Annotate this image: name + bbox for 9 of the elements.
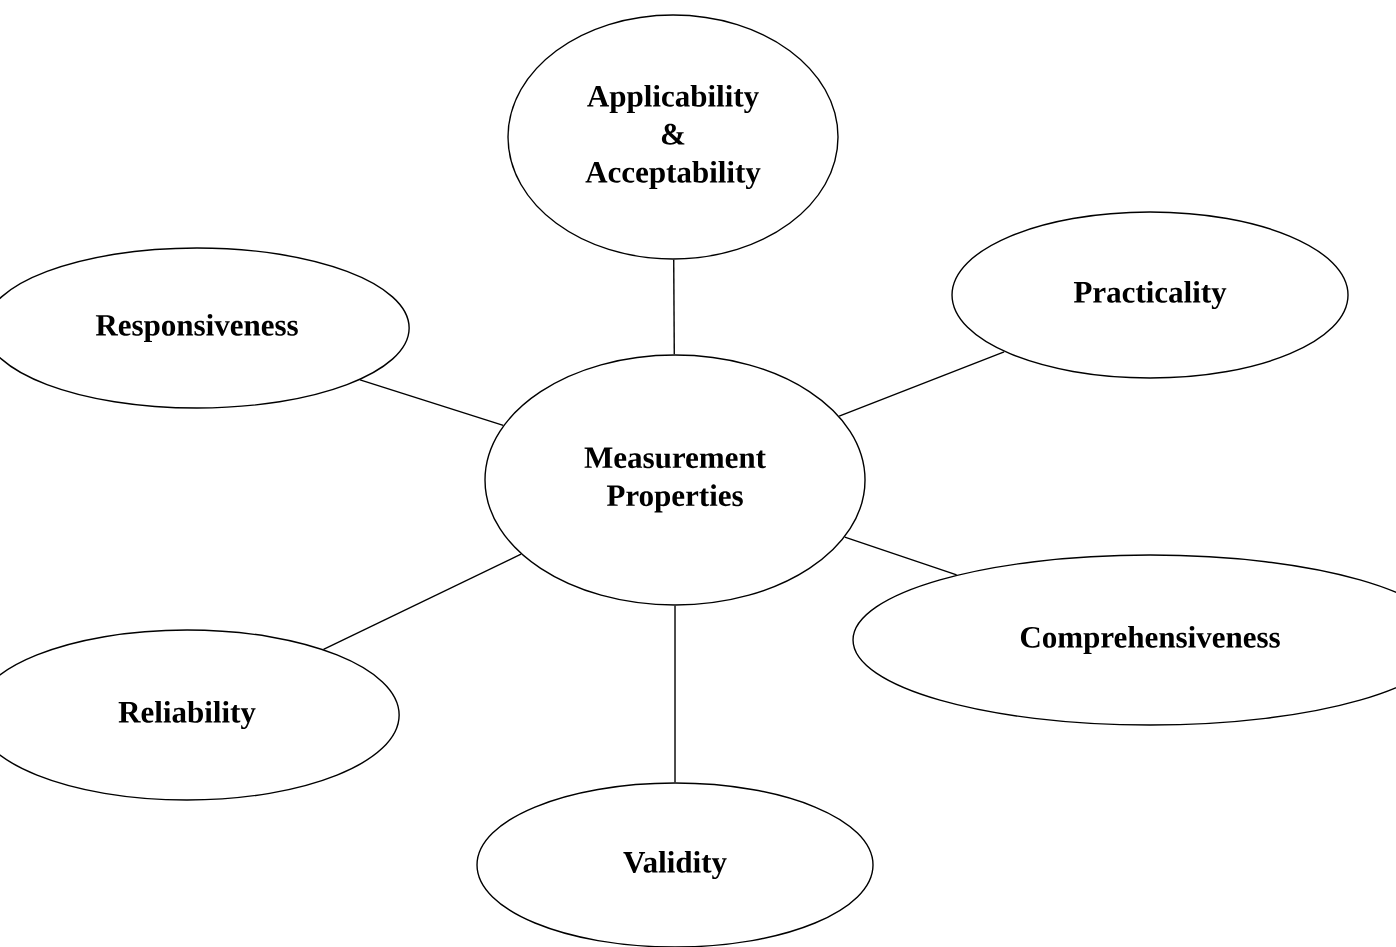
connector-line bbox=[674, 605, 676, 783]
ellipse-node: Measurement Properties bbox=[484, 354, 866, 606]
connector-line bbox=[322, 553, 522, 650]
connector-line bbox=[844, 536, 958, 576]
connector-line bbox=[359, 379, 504, 427]
connector-line bbox=[673, 259, 675, 355]
ellipse-node: Practicality bbox=[951, 211, 1349, 379]
ellipse-node: Applicability & Acceptability bbox=[507, 14, 839, 260]
connector-line bbox=[838, 351, 1005, 417]
